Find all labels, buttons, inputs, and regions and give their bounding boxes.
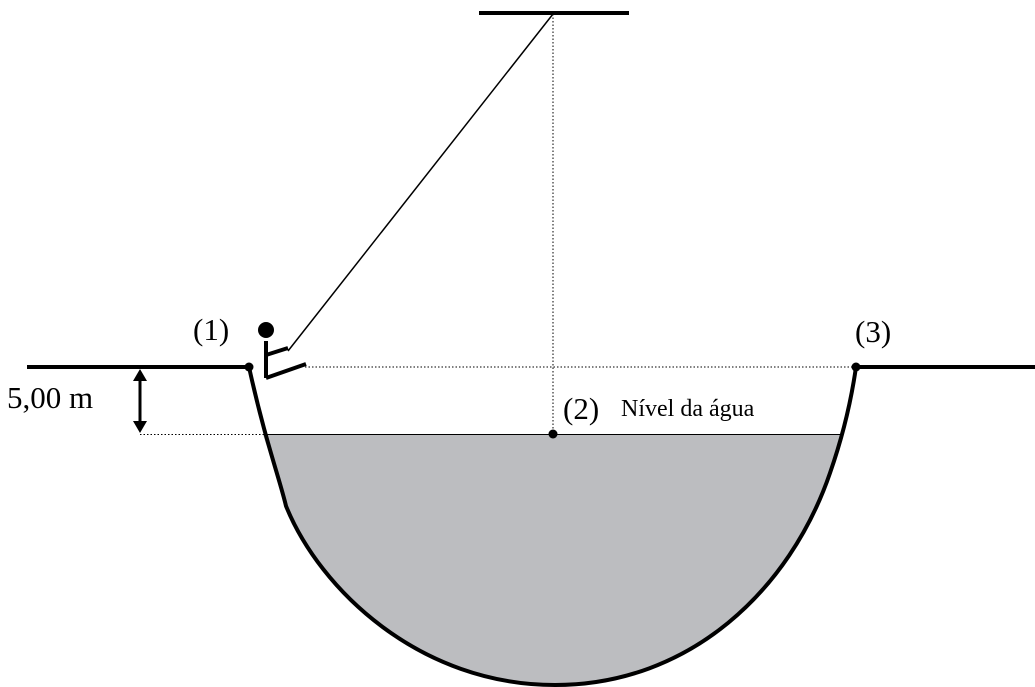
point-2-marker [548,429,558,439]
depth-label: 5,00 m [7,380,93,415]
point-1-label: (1) [193,312,229,347]
water-region [263,434,840,685]
person-leg [265,362,307,380]
point-3-marker [851,362,861,372]
person-arm [265,346,289,357]
person-figure [258,322,307,380]
water-level-label: Nível da água [621,396,755,422]
person-head [258,322,274,338]
point-2-label: (2) [563,391,599,426]
depth-arrow [133,369,147,433]
point-3-label: (3) [855,314,891,349]
rope [287,13,554,352]
point-1-marker [244,362,254,372]
valley-outline [247,366,858,687]
